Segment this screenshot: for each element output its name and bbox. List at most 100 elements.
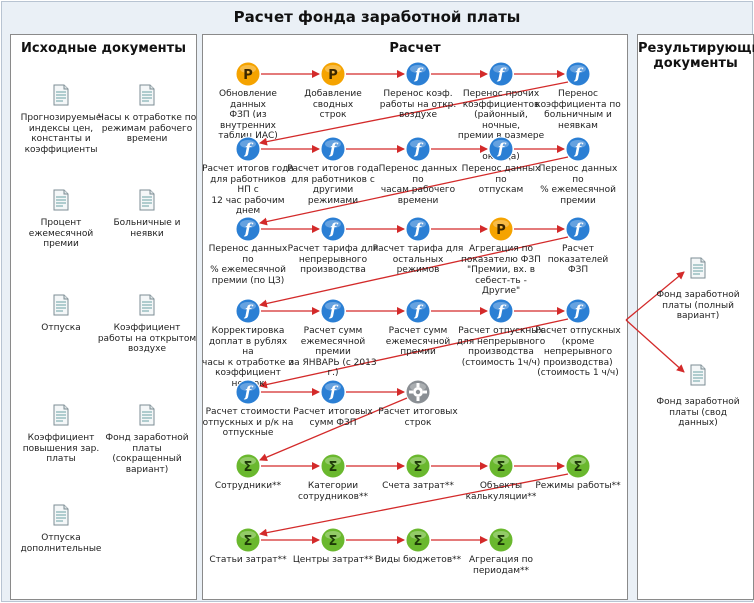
procedure-icon[interactable]: P bbox=[320, 61, 346, 87]
calc-step-label: Расчет итогов года для работников НП с 1… bbox=[202, 164, 294, 216]
svg-text:f: f bbox=[497, 302, 507, 320]
source-doc-icon[interactable] bbox=[139, 84, 155, 110]
function-icon[interactable]: f bbox=[235, 136, 261, 162]
procedure-icon[interactable]: P bbox=[235, 61, 261, 87]
calc-step-label: Расчет сумм ежемесячной премии bbox=[385, 326, 451, 357]
gear-icon[interactable] bbox=[405, 379, 431, 405]
function-icon[interactable]: f bbox=[405, 298, 431, 324]
calc-step-label: Расчет показателей ФЗП bbox=[547, 244, 609, 275]
svg-text:Σ: Σ bbox=[414, 534, 423, 549]
source-doc-icon[interactable] bbox=[53, 84, 69, 110]
source-doc-label: Прогнозируемые индексы цен, константы и … bbox=[20, 113, 102, 155]
result-doc-label: Фонд заработной платы (полный вариант) bbox=[656, 290, 740, 321]
sigma-icon[interactable]: Σ bbox=[488, 527, 514, 553]
function-icon[interactable]: f bbox=[488, 61, 514, 87]
calc-step-label: Расчет тарифа для остальных режимов bbox=[372, 244, 464, 275]
calc-step-label: Агрегация по периодам** bbox=[468, 555, 534, 576]
source-doc-icon[interactable] bbox=[139, 404, 155, 430]
function-icon[interactable]: f bbox=[405, 136, 431, 162]
function-icon[interactable]: f bbox=[320, 216, 346, 242]
source-doc-icon[interactable] bbox=[53, 504, 69, 530]
function-icon[interactable]: f bbox=[565, 136, 591, 162]
calc-step-label: Центры затрат** bbox=[292, 555, 374, 565]
function-icon[interactable]: f bbox=[235, 216, 261, 242]
svg-text:P: P bbox=[328, 68, 338, 83]
function-icon[interactable]: f bbox=[488, 298, 514, 324]
svg-text:f: f bbox=[574, 302, 584, 320]
svg-text:f: f bbox=[497, 140, 507, 158]
calc-step-label: Виды бюджетов** bbox=[374, 555, 462, 565]
calc-step-label: Расчет итогов года для работников с друг… bbox=[287, 164, 379, 206]
svg-text:f: f bbox=[574, 220, 584, 238]
calc-panel-title: Расчет bbox=[389, 41, 441, 56]
calc-step-label: Агрегация по показателю ФЗП "Премии, вх.… bbox=[461, 244, 541, 296]
svg-text:f: f bbox=[329, 383, 339, 401]
flow-arrow bbox=[259, 318, 569, 389]
function-icon[interactable]: f bbox=[565, 61, 591, 87]
calc-step-label: Расчет отпускных (кроме непрерывного про… bbox=[535, 326, 621, 378]
svg-text:f: f bbox=[329, 302, 339, 320]
source-doc-label: Больничные и неявки bbox=[113, 218, 181, 239]
calc-step-label: Сотрудники** bbox=[214, 481, 282, 491]
calc-step-label: Расчет итоговых строк bbox=[378, 407, 458, 428]
sigma-icon[interactable]: Σ bbox=[565, 453, 591, 479]
source-panel: Исходные документы bbox=[10, 34, 197, 600]
sigma-icon[interactable]: Σ bbox=[488, 453, 514, 479]
calc-step-label: Расчет стоимости отпускных и р/к на отпу… bbox=[202, 407, 294, 438]
flow-arrow bbox=[259, 473, 569, 537]
calc-step-label: Режимы работы** bbox=[535, 481, 621, 491]
flow-arrow bbox=[259, 236, 569, 308]
source-doc-label: Отпуска дополнительные bbox=[20, 533, 102, 554]
svg-text:f: f bbox=[244, 383, 254, 401]
function-icon[interactable]: f bbox=[405, 61, 431, 87]
source-doc-icon[interactable] bbox=[53, 294, 69, 320]
svg-text:Σ: Σ bbox=[244, 534, 253, 549]
source-panel-title: Исходные документы bbox=[21, 41, 186, 56]
sigma-icon[interactable]: Σ bbox=[235, 527, 261, 553]
svg-text:P: P bbox=[243, 68, 253, 83]
source-doc-icon[interactable] bbox=[53, 404, 69, 430]
function-icon[interactable]: f bbox=[488, 136, 514, 162]
result-arrow bbox=[625, 319, 685, 373]
sigma-icon[interactable]: Σ bbox=[320, 527, 346, 553]
svg-text:f: f bbox=[414, 220, 424, 238]
svg-text:f: f bbox=[574, 65, 584, 83]
calc-step-label: Перенос данных по % ежемесячной премии bbox=[538, 164, 618, 206]
function-icon[interactable]: f bbox=[320, 298, 346, 324]
function-icon[interactable]: f bbox=[235, 379, 261, 405]
procedure-icon[interactable]: P bbox=[488, 216, 514, 242]
calc-step-label: Расчет отпускных для непрерывного произв… bbox=[456, 326, 546, 368]
sigma-icon[interactable]: Σ bbox=[320, 453, 346, 479]
calc-step-label: Перенос данных по % ежемесячной премии (… bbox=[208, 244, 288, 286]
function-icon[interactable]: f bbox=[565, 298, 591, 324]
source-doc-label: Коэффициент повышения зар. платы bbox=[22, 433, 100, 464]
svg-text:Σ: Σ bbox=[574, 460, 583, 475]
source-doc-icon[interactable] bbox=[139, 189, 155, 215]
sigma-icon[interactable]: Σ bbox=[405, 527, 431, 553]
sigma-icon[interactable]: Σ bbox=[405, 453, 431, 479]
source-doc-label: Коэффициент работы на открытом воздухе bbox=[97, 323, 197, 354]
function-icon[interactable]: f bbox=[320, 379, 346, 405]
flow-arrow bbox=[259, 397, 408, 461]
source-doc-label: Часы к отработке по режимам рабочего вре… bbox=[97, 113, 197, 144]
source-doc-icon[interactable] bbox=[53, 189, 69, 215]
sigma-icon[interactable]: Σ bbox=[235, 453, 261, 479]
calc-step-label: Перенос данных по отпускам bbox=[461, 164, 541, 195]
result-doc-icon[interactable] bbox=[690, 364, 706, 390]
svg-text:f: f bbox=[244, 140, 254, 158]
function-icon[interactable]: f bbox=[565, 216, 591, 242]
calc-step-label: Расчет тарифа для непрерывного производс… bbox=[287, 244, 379, 275]
flow-arrow bbox=[259, 81, 569, 146]
flow-arrow bbox=[259, 156, 569, 226]
result-panel: Результирующие документы bbox=[637, 34, 754, 600]
svg-text:f: f bbox=[329, 140, 339, 158]
function-icon[interactable]: f bbox=[235, 298, 261, 324]
function-icon[interactable]: f bbox=[320, 136, 346, 162]
calc-step-label: Корректировка доплат в рублях на часы к … bbox=[202, 326, 295, 389]
result-doc-icon[interactable] bbox=[690, 257, 706, 283]
calc-step-label: Статьи затрат** bbox=[209, 555, 287, 565]
function-icon[interactable]: f bbox=[405, 216, 431, 242]
source-doc-icon[interactable] bbox=[139, 294, 155, 320]
calc-step-label: Объекты калькуляции** bbox=[465, 481, 537, 502]
calc-step-label: Перенос коэффициента по больничным и нея… bbox=[535, 89, 621, 131]
